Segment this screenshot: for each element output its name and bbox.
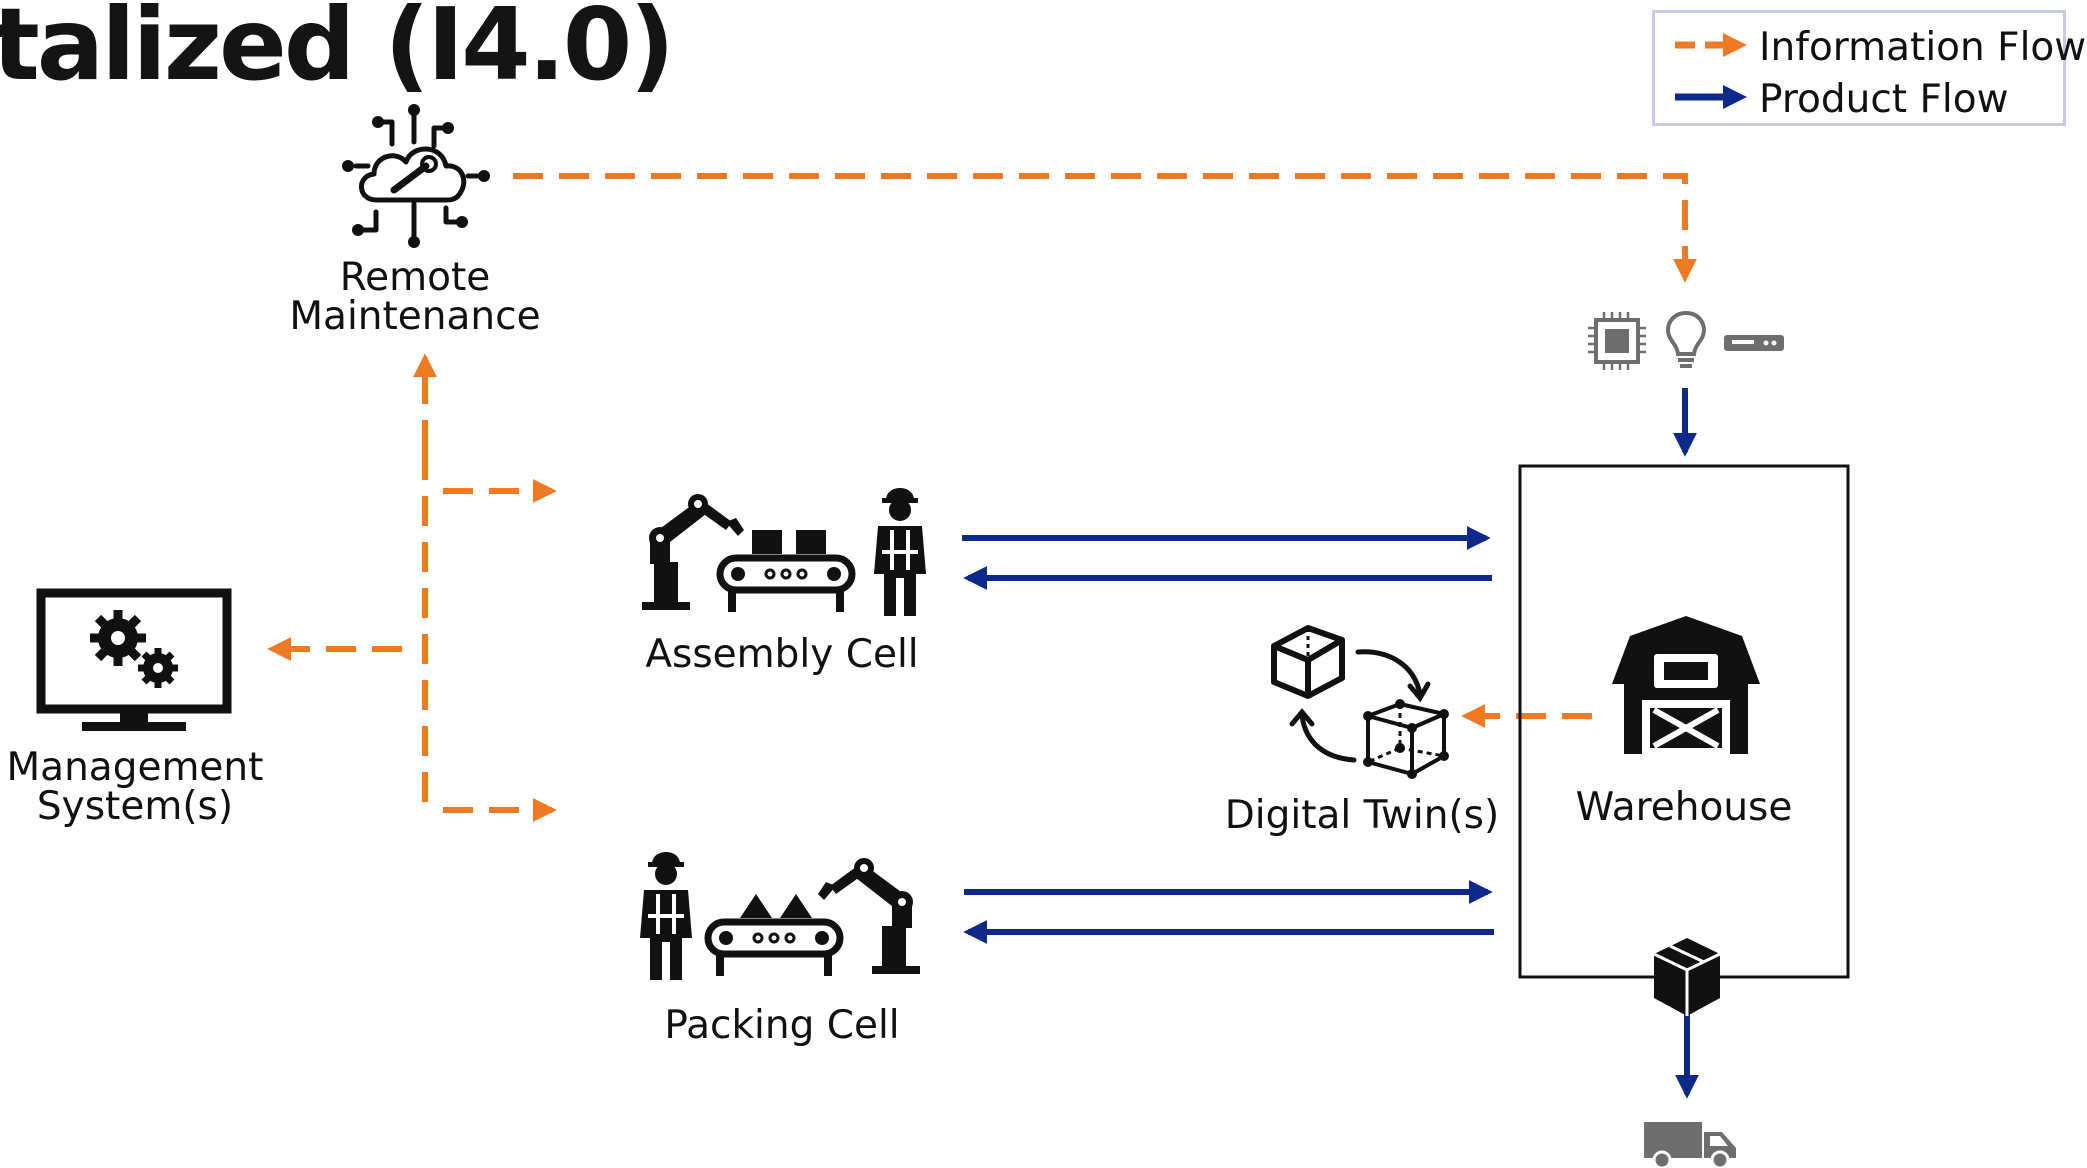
- legend-label-information-flow: Information Flow: [1759, 25, 2087, 70]
- chip-icon: [1588, 312, 1646, 370]
- robot-arm-icon: [818, 858, 920, 974]
- product-flow-arrow-icon: [1675, 85, 1747, 109]
- lightbulb-icon: [1666, 310, 1706, 368]
- packing-cell-icon: [640, 852, 920, 980]
- digital-twin-label: Digital Twin(s): [1224, 793, 1500, 838]
- remote-maintenance-label-line1: Remote: [339, 255, 491, 300]
- remote-maintenance-label: Remote Maintenance: [260, 258, 570, 336]
- barn-icon: [1612, 616, 1760, 754]
- sensor-icon: [1724, 335, 1784, 351]
- worker-icon: [640, 852, 692, 980]
- cloud-wrench-icon: [342, 104, 490, 248]
- cube-icon: [1271, 625, 1345, 699]
- management-system-label-line1: Management: [6, 745, 264, 790]
- digital-twin-icon: [1271, 625, 1449, 779]
- packing-cell-label: Packing Cell: [664, 1003, 900, 1048]
- info-flow-remote-to-devices: [513, 173, 1697, 283]
- worker-icon: [874, 488, 926, 616]
- page-title: talized (I4.0): [0, 0, 675, 103]
- legend: Information Flow Product Flow: [1652, 10, 2086, 126]
- conveyor-icon: [716, 530, 856, 612]
- remote-maintenance-label-line2: Maintenance: [289, 294, 541, 339]
- warehouse-label: Warehouse: [1575, 785, 1793, 830]
- conveyor-icon: [704, 894, 844, 976]
- assembly-cell-label: Assembly Cell: [645, 632, 919, 677]
- monitor-gears-icon: [36, 588, 232, 731]
- package-icon: [1653, 938, 1721, 1016]
- management-system-label-line2: System(s): [36, 784, 234, 829]
- management-system-label: Management System(s): [0, 748, 270, 826]
- legend-label-product-flow: Product Flow: [1759, 77, 2009, 122]
- wireframe-cube-icon: [1366, 702, 1446, 776]
- information-flow-arrow-icon: [1675, 33, 1747, 57]
- assembly-cell-icon: [642, 488, 926, 616]
- truck-icon: [1644, 1122, 1736, 1168]
